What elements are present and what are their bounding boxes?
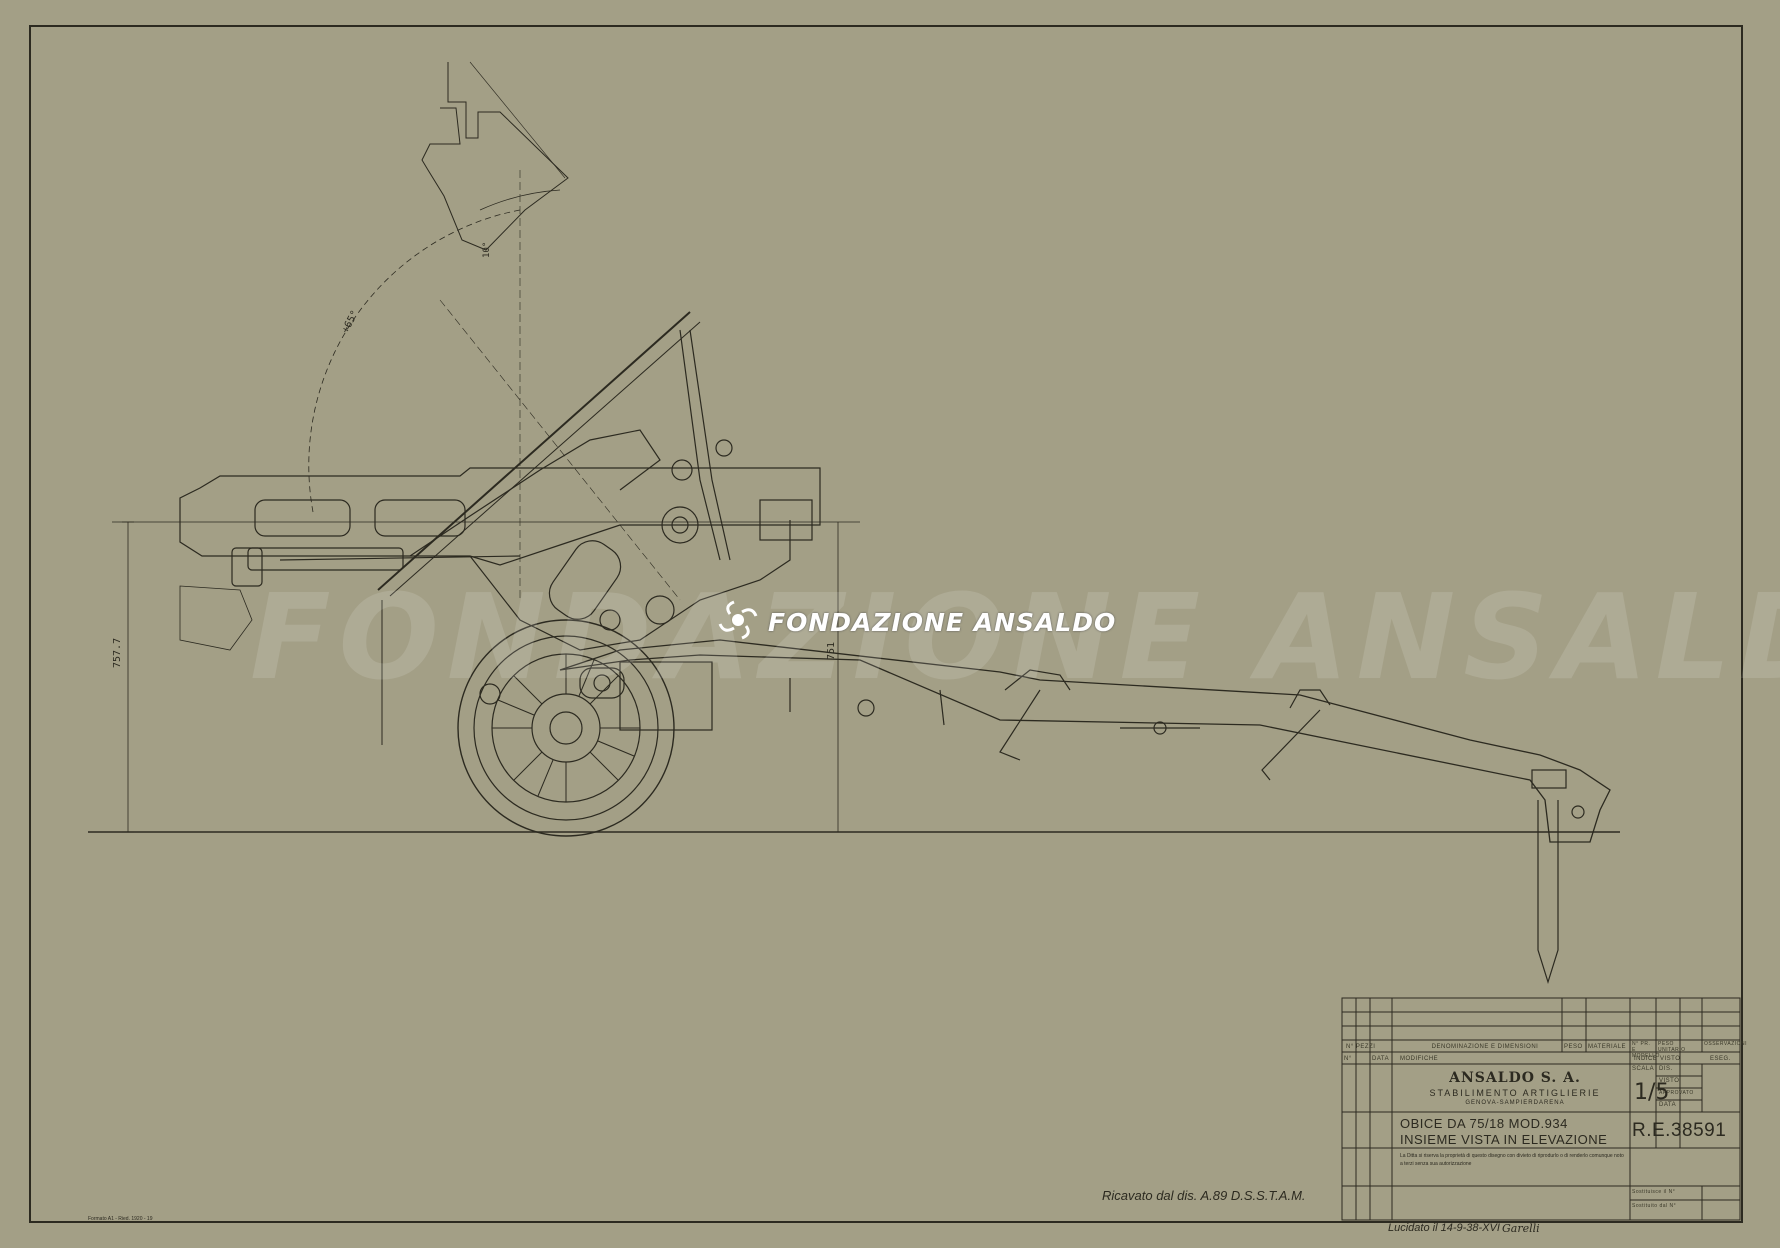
tb-field-drawn: DIS.: [1659, 1066, 1673, 1072]
tb-replaced-by: Sostituito dal N°: [1632, 1203, 1677, 1209]
tb-mods-checked: VISTO: [1660, 1056, 1681, 1062]
drawing-title-line1: OBICE DA 75/18 MOD.934: [1400, 1116, 1568, 1131]
watermark-background-text: FONDAZIONE ANSALDO: [250, 568, 1780, 706]
drawing-number: R.E.38591: [1632, 1120, 1727, 1141]
company-location: GENOVA-SAMPIERDARENA: [1465, 1100, 1565, 1106]
company-name: ANSALDO S. A.: [1449, 1070, 1581, 1086]
dimension-left: 757.7: [112, 637, 123, 668]
title-block-grid: [1341, 997, 1741, 1221]
ownership-note: La Ditta si riserva la proprietà di ques…: [1400, 1153, 1624, 1167]
traced-date-note: Lucidato il 14-9-38-XVI: [1388, 1222, 1500, 1234]
tb-mods-executed: ESEG.: [1710, 1056, 1731, 1062]
sheet-border: [29, 25, 1743, 1223]
drawing-title-line2: INSIEME VISTA IN ELEVAZIONE: [1400, 1132, 1608, 1147]
elevation-arc: [308, 209, 521, 513]
tb-field-approved: APPROVATO: [1659, 1090, 1694, 1096]
tb-mods-changes: MODIFICHE: [1400, 1056, 1439, 1062]
tb-header-model: N° PR. E MODELLO: [1632, 1041, 1660, 1059]
trail-spade: [1537, 800, 1559, 985]
tb-header-qty: N° PEZZI: [1346, 1044, 1376, 1050]
trail: [559, 639, 1611, 843]
wheel-rim: [473, 635, 659, 821]
tb-header-notes: OSSERVAZIONI: [1704, 1041, 1748, 1047]
tb-header-weight: PESO: [1564, 1044, 1583, 1050]
watermark-brand: FONDAZIONE ANSALDO: [768, 608, 1117, 637]
wheel-outer: [457, 619, 675, 837]
scale-value: 1/5: [1634, 1080, 1670, 1105]
tb-mods-index: INDICE: [1634, 1056, 1658, 1062]
fondazione-logo-icon: [718, 600, 758, 640]
small-angle-label: 10°: [482, 241, 492, 258]
tb-mods-number: N°: [1344, 1056, 1352, 1062]
company-division: STABILIMENTO ARTIGLIERIE: [1429, 1088, 1601, 1098]
tb-header-unit-weight: PESO UNITARIO: [1658, 1041, 1686, 1053]
footer-small-print: Formato A1 - Ried. 1920 - 19: [88, 1216, 153, 1222]
dimension-right: 751: [826, 641, 837, 660]
tb-field-date: DATA: [1659, 1102, 1677, 1108]
tb-header-material: MATERIALE: [1588, 1044, 1627, 1050]
wheel-spokes: [492, 654, 640, 802]
derived-from-note: Ricavato dal dis. A.89 D.S.S.T.A.M.: [1102, 1188, 1306, 1203]
howitzer-elevation-drawing: [88, 61, 1620, 985]
tb-field-checked: VISTO: [1659, 1078, 1680, 1084]
scale-label: SCALA: [1632, 1066, 1655, 1072]
tb-header-description: DENOMINAZIONE E DIMENSIONI: [1431, 1044, 1539, 1050]
tb-replaces: Sostituisce il N°: [1632, 1189, 1676, 1195]
tb-mods-date: DATA: [1372, 1056, 1390, 1062]
signature: Garelli: [1502, 1222, 1540, 1235]
